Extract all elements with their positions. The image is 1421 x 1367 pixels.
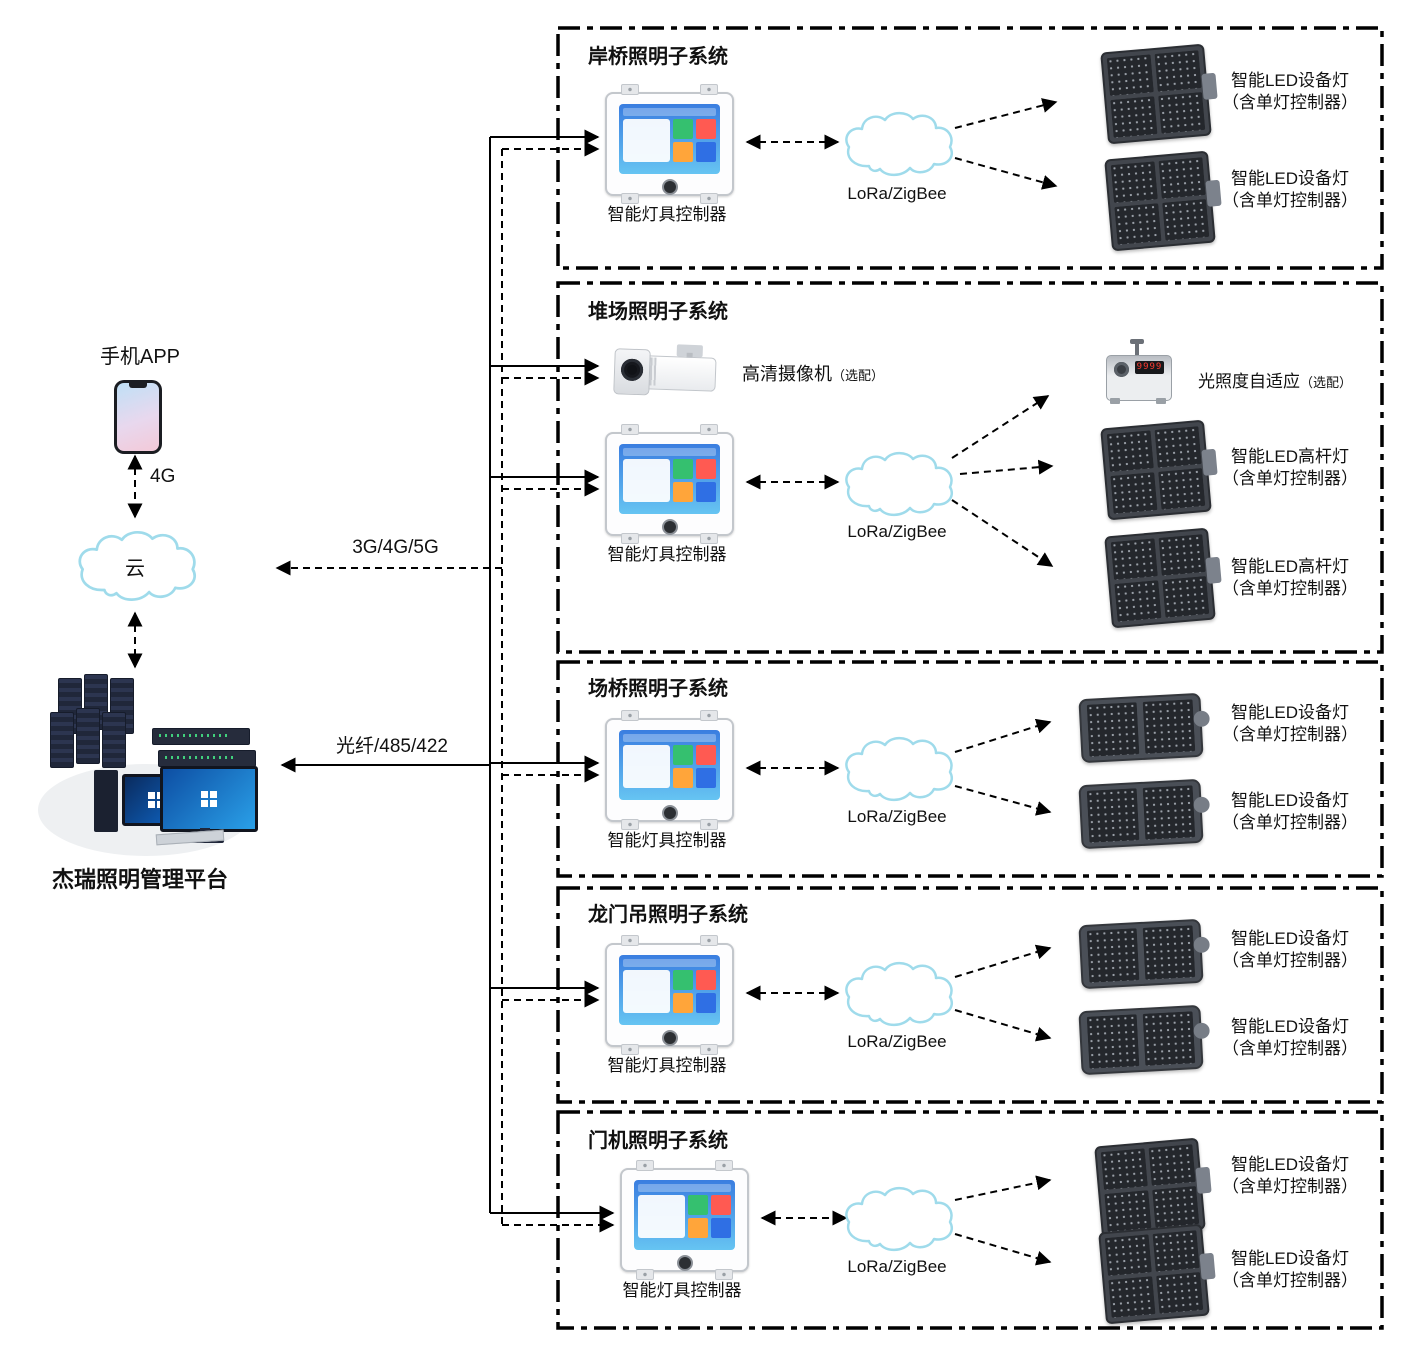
subsystem-3-title: 场桥照明子系统: [588, 678, 728, 700]
cloud-label: 云: [125, 558, 145, 580]
light-controller-3: [605, 710, 734, 830]
light-label: 智能LED设备灯 （含单灯控制器）: [1222, 1017, 1358, 1058]
led-light: [1078, 692, 1211, 764]
controller-screen: [619, 730, 720, 800]
controller-screen: [619, 104, 720, 174]
led-light: [1078, 918, 1211, 990]
network-switch-icon: [152, 728, 250, 745]
led-light: [1094, 1137, 1212, 1239]
subsystem-4-title: 龙门吊照明子系统: [588, 904, 748, 926]
server-tower-icon: [102, 712, 126, 768]
camera-label: 高清摄像机（选配）: [742, 364, 885, 384]
light-label: 智能LED设备灯 （含单灯控制器）: [1222, 791, 1358, 832]
link-3g4g5g-label: 3G/4G/5G: [352, 537, 439, 558]
controller-4-label: 智能灯具控制器: [607, 1056, 727, 1075]
led-light: [1098, 1223, 1216, 1325]
mobile-app-label: 手机APP: [99, 346, 181, 368]
light-label: 智能LED设备灯 （含单灯控制器）: [1222, 703, 1358, 744]
pc-tower-icon: [94, 770, 118, 832]
light-label: 智能LED设备灯 （含单灯控制器）: [1222, 929, 1358, 970]
sensor-label: 光照度自适应（选配）: [1198, 372, 1353, 391]
subsystem-box-3: [556, 660, 1384, 878]
smartphone: [114, 380, 162, 454]
light-controller-2: [605, 424, 734, 544]
controller-port-icon: [661, 179, 678, 195]
controller-port-icon: [661, 519, 678, 535]
network-2-label: LoRa/ZigBee: [847, 522, 947, 541]
subsystem-box-5: [556, 1110, 1384, 1330]
led-light: [1104, 150, 1222, 252]
subsystem-5-title: 门机照明子系统: [588, 1130, 728, 1152]
management-platform-graphic: [38, 670, 258, 862]
network-5-label: LoRa/ZigBee: [847, 1257, 947, 1276]
light-label: 智能LED设备灯 （含单灯控制器）: [1222, 169, 1358, 210]
subsystem-box-1: [556, 26, 1384, 270]
led-light: [1078, 1004, 1211, 1076]
light-sensor: 9999: [1106, 339, 1172, 404]
light-label: 智能LED设备灯 （含单灯控制器）: [1222, 71, 1358, 112]
subsystem-2-title: 堆场照明子系统: [588, 301, 728, 323]
network-1-label: LoRa/ZigBee: [847, 184, 947, 203]
subsystem-1-title: 岸桥照明子系统: [588, 46, 728, 68]
controller-port-icon: [676, 1255, 693, 1271]
controller-5-label: 智能灯具控制器: [622, 1281, 742, 1300]
link-fiber-label: 光纤/485/422: [336, 736, 448, 757]
controller-port-icon: [661, 1030, 678, 1046]
server-tower-icon: [50, 712, 74, 768]
server-tower-icon: [76, 708, 100, 764]
light-controller-1: [605, 84, 734, 204]
network-cloud-3: [845, 736, 954, 802]
controller-screen: [619, 955, 720, 1025]
network-3-label: LoRa/ZigBee: [847, 807, 947, 826]
light-label: 智能LED高杆灯 （含单灯控制器）: [1222, 557, 1358, 598]
network-switch-icon: [158, 750, 256, 767]
network-cloud-1: [845, 111, 954, 177]
light-controller-5: [620, 1160, 749, 1280]
controller-screen: [634, 1180, 735, 1250]
monitor-icon: [160, 766, 258, 832]
controller-1-label: 智能灯具控制器: [607, 205, 727, 224]
network-cloud-4: [845, 961, 954, 1027]
led-light: [1100, 43, 1218, 145]
subsystem-box-2: [556, 281, 1384, 654]
network-cloud-5: [845, 1186, 954, 1252]
network-4-label: LoRa/ZigBee: [847, 1032, 947, 1051]
controller-2-label: 智能灯具控制器: [607, 545, 727, 564]
light-label: 智能LED设备灯 （含单灯控制器）: [1222, 1155, 1358, 1196]
subsystem-box-4: [556, 886, 1384, 1104]
light-label: 智能LED高杆灯 （含单灯控制器）: [1222, 447, 1358, 488]
link-4g-label: 4G: [150, 466, 176, 487]
controller-3-label: 智能灯具控制器: [607, 831, 727, 850]
led-light: [1100, 419, 1218, 521]
led-light: [1078, 778, 1211, 850]
hd-camera: [609, 338, 723, 408]
sensor-knob-icon: [1114, 362, 1129, 377]
phone-screen: [117, 383, 159, 451]
controller-port-icon: [661, 805, 678, 821]
platform-label: 杰瑞照明管理平台: [51, 867, 228, 892]
sensor-display: 9999: [1135, 361, 1164, 374]
network-cloud-2: [845, 451, 954, 517]
light-controller-4: [605, 935, 734, 1055]
phone-notch-icon: [129, 383, 147, 388]
led-light: [1104, 527, 1222, 629]
light-label: 智能LED设备灯 （含单灯控制器）: [1222, 1249, 1358, 1290]
controller-screen: [619, 444, 720, 514]
